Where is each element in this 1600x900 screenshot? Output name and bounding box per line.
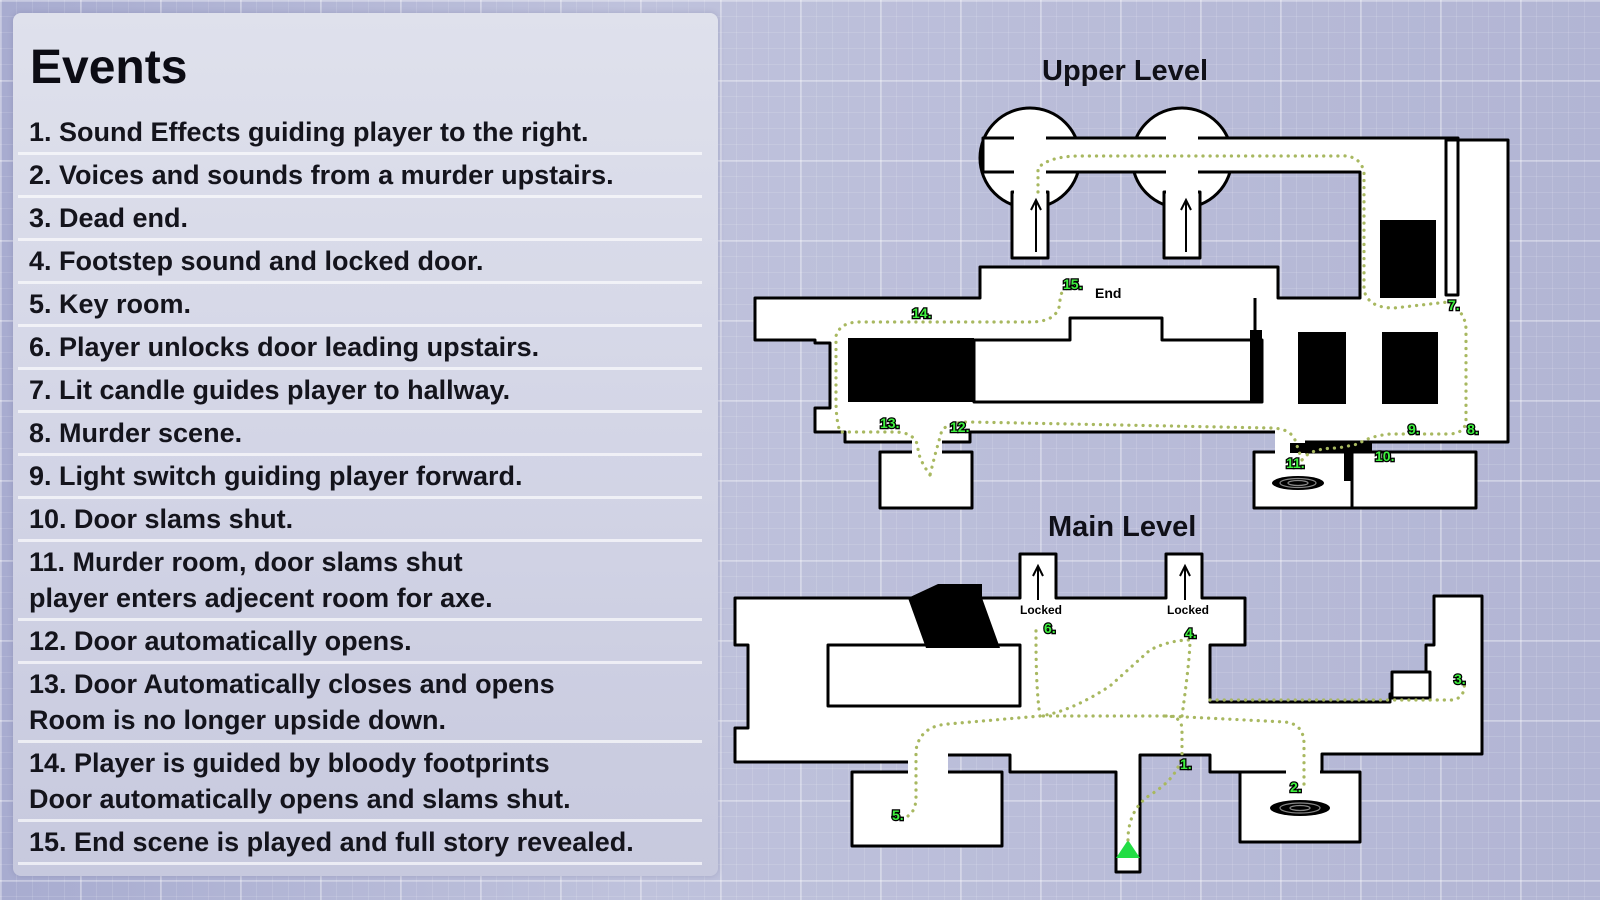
upper-bottom-room-10 (1350, 450, 1478, 510)
event-item-15: 15. End scene is played and full story r… (18, 822, 702, 865)
marker-5: 5. (892, 807, 904, 823)
events-list: 1. Sound Effects guiding player to the r… (18, 112, 702, 865)
event-item-3: 3. Dead end. (18, 198, 702, 241)
main-floor-outline (733, 552, 1484, 874)
main-level-title: Main Level (1048, 511, 1196, 543)
upper-level-floorplan (753, 106, 1510, 510)
marker-15: 15. (1063, 276, 1082, 292)
blood-swirl-icon (1270, 800, 1330, 816)
up-arrow-icon (1179, 563, 1191, 600)
upper-markers: 7. 8. 9. 10. 11. 12. 13. 14. 15. (879, 275, 1480, 473)
main-guide-path (898, 623, 1466, 842)
marker-13: 13. (880, 415, 899, 431)
event-item-6: 6. Player unlocks door leading upstairs. (18, 327, 702, 370)
dead-end-closet (1390, 670, 1432, 700)
upper-level-title: Upper Level (1042, 55, 1208, 87)
start-triangle-icon (1116, 840, 1140, 858)
upper-bottom-left-room (878, 450, 974, 510)
main-markers: Locked Locked 1. 2. 3. 4. 5. 6. (891, 603, 1467, 824)
up-arrow-icon (1030, 197, 1042, 252)
event-item-2: 2. Voices and sounds from a murder upsta… (18, 155, 702, 198)
event-item-13: 13. Door Automatically closes and opens … (18, 664, 702, 743)
event-item-10: 10. Door slams shut. (18, 499, 702, 542)
marker-3: 3. (1454, 671, 1466, 687)
main-inner-room (826, 643, 1022, 708)
event-item-12: 12. Door automatically opens. (18, 621, 702, 664)
key-room (850, 770, 1004, 848)
marker-10: 10. (1375, 448, 1394, 464)
marker-12: 12. (950, 419, 969, 435)
locked-label-left: Locked (1020, 603, 1062, 617)
event-item-9: 9. Light switch guiding player forward. (18, 456, 702, 499)
marker-1: 1. (1180, 756, 1192, 772)
event-item-11: 11. Murder room, door slams shut player … (18, 542, 702, 621)
end-label: End (1095, 285, 1121, 301)
up-arrow-icon (1180, 197, 1192, 252)
marker-14: 14. (912, 305, 931, 321)
event-item-5: 5. Key room. (18, 284, 702, 327)
upper-inner-room (972, 316, 1264, 404)
event-item-8: 8. Murder scene. (18, 413, 702, 456)
up-arrow-icon (1032, 563, 1044, 600)
marker-11: 11. (1286, 455, 1305, 471)
marker-6: 6. (1044, 620, 1056, 636)
marker-9: 9. (1408, 421, 1420, 437)
marker-7: 7. (1448, 297, 1460, 313)
event-item-1: 1. Sound Effects guiding player to the r… (18, 112, 702, 155)
marker-2: 2. (1290, 779, 1302, 795)
locked-label-right: Locked (1167, 603, 1209, 617)
marker-8: 8. (1467, 421, 1479, 437)
event-item-4: 4. Footstep sound and locked door. (18, 241, 702, 284)
main-level-floorplan (733, 552, 1484, 874)
upper-guide-path (834, 154, 1468, 477)
floor-plan-map: Upper Level (733, 55, 1510, 874)
events-panel (13, 13, 718, 876)
marker-4: 4. (1185, 625, 1197, 641)
events-title: Events (30, 41, 188, 94)
blood-swirl-icon (1272, 476, 1324, 490)
event-item-7: 7. Lit candle guides player to hallway. (18, 370, 702, 413)
event-item-14: 14. Player is guided by bloody footprint… (18, 743, 702, 822)
